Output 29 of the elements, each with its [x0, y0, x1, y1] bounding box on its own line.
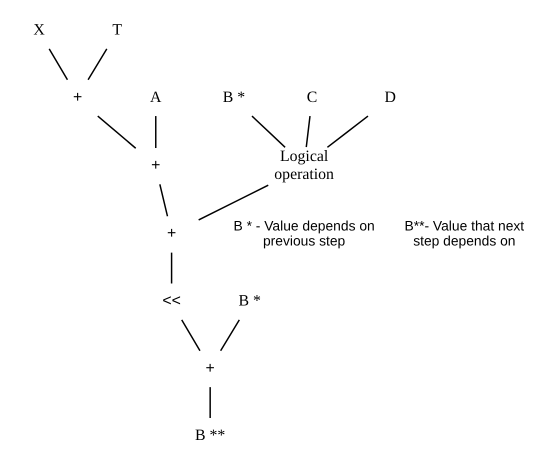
node-text: A [150, 88, 162, 106]
node-text: B * [222, 88, 246, 106]
connector [306, 115, 311, 147]
connector [170, 252, 172, 283]
label: B * - Value depends on previous step [234, 217, 375, 248]
node-text: T [112, 21, 122, 38]
node-text: D [384, 88, 396, 106]
node-text: X [33, 21, 45, 38]
node-text: + [206, 359, 215, 376]
connector [48, 48, 68, 80]
connector [155, 116, 156, 148]
connector [97, 115, 136, 148]
connector [209, 386, 211, 418]
node-text: B * [238, 292, 261, 309]
connector [181, 319, 201, 351]
node-text: << [162, 292, 181, 309]
node-text: + [151, 156, 160, 174]
connector [220, 319, 240, 351]
node-text: Logical operation [274, 148, 334, 182]
node-text: + [73, 88, 82, 106]
node-text: + [166, 224, 176, 242]
label: B**- Value that next step depends on [404, 217, 524, 248]
node-text: B ** [195, 426, 226, 444]
connector [198, 184, 269, 220]
connector [87, 48, 108, 80]
connector [159, 184, 168, 216]
connector [326, 114, 368, 148]
connector [251, 115, 286, 148]
node-text: C [306, 88, 318, 106]
